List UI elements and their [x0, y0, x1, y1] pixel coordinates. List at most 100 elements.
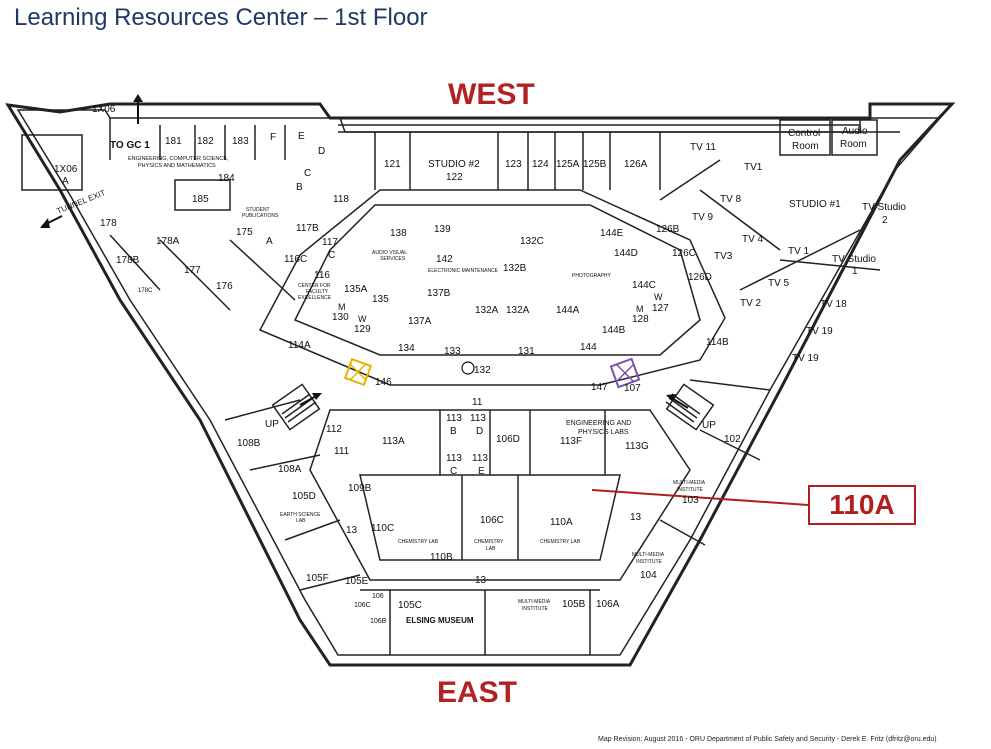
room-label: 178	[100, 218, 117, 229]
room-label: D	[476, 426, 483, 437]
room-label: 123	[505, 159, 522, 170]
room-label: 132A	[506, 305, 530, 316]
room-label: 106A	[596, 599, 620, 610]
room-label: 133	[444, 346, 461, 357]
room-label: MULTI-MEDIA	[518, 599, 551, 605]
room-label: 183	[232, 136, 249, 147]
room-labels: 1X06 TO GC 1 181 182 183 F E D C B A 1X0…	[54, 104, 906, 625]
room-label: 117	[322, 237, 338, 248]
room-label: 1X06	[54, 164, 78, 175]
direction-west: WEST	[448, 78, 535, 111]
room-label: LAB	[296, 518, 306, 524]
room-label: D	[318, 146, 325, 157]
room-label: 2	[882, 215, 888, 226]
room-label: M	[338, 302, 346, 312]
room-label: FACULTY	[306, 289, 329, 295]
room-label: 146	[375, 377, 392, 388]
room-label: 102	[724, 434, 741, 445]
room-label: TV3	[714, 251, 733, 262]
room-label: 105F	[306, 573, 329, 584]
room-label: 132B	[503, 263, 527, 274]
room-label: Room	[840, 139, 867, 150]
room-label: C	[328, 250, 335, 261]
room-label: 117B	[296, 223, 319, 234]
room-label: 127	[652, 303, 669, 314]
room-label: TV 5	[768, 278, 790, 289]
room-label: LAB	[486, 546, 496, 552]
room-label: B	[296, 182, 303, 193]
arrow-up-icon	[133, 94, 143, 124]
room-label: 125A	[556, 159, 580, 170]
page-title: Learning Resources Center – 1st Floor	[14, 4, 428, 31]
room-label: ELECTRONIC MAINTENANCE	[428, 268, 499, 274]
room-label: 11	[472, 397, 483, 408]
room-label: 144E	[600, 228, 624, 239]
room-label: 113	[446, 413, 462, 424]
room-label: 106D	[496, 434, 520, 445]
room-label: UP	[702, 420, 716, 431]
stairs-east-icon	[665, 383, 715, 431]
room-label: UP	[265, 419, 279, 430]
room-label: TV 4	[742, 234, 764, 245]
room-label: 139	[434, 224, 451, 235]
room-label: 113	[446, 453, 462, 464]
room-label: Room	[792, 141, 819, 152]
room-label: PHOTOGRAPHY	[572, 273, 611, 279]
room-label: PHYSICS AND MATHEMATICS	[138, 163, 216, 169]
room-label: 126A	[624, 159, 648, 170]
callout-pointer	[591, 489, 809, 506]
room-label: CHEMISTRY LAB	[398, 539, 439, 545]
room-label: 147	[591, 382, 608, 393]
room-label: 131	[518, 346, 535, 357]
room-label: TV 19	[792, 353, 819, 364]
room-label: F	[270, 132, 276, 143]
room-label: 185	[192, 194, 209, 205]
room-label: 130	[332, 312, 349, 323]
room-label: 105B	[562, 599, 586, 610]
room-label: 13	[475, 575, 487, 586]
room-label: TV 8	[720, 194, 742, 205]
direction-east: EAST	[437, 676, 517, 709]
room-label: CHEMISTRY LAB	[540, 539, 581, 545]
room-label: 144B	[602, 325, 626, 336]
room-label: ENGINEERING, COMPUTER SCIENCE,	[128, 156, 229, 162]
room-label: 126D	[688, 272, 712, 283]
room-label: TUNNEL EXIT	[55, 188, 106, 216]
room-label: 137A	[408, 316, 432, 327]
room-label: AUDIO VISUAL	[372, 250, 407, 256]
room-label: CENTER FOR	[298, 283, 331, 289]
room-label: 132A	[475, 305, 499, 316]
room-label: INSTITUTE	[636, 559, 662, 565]
room-label: 114A	[288, 340, 311, 351]
room-label: C	[450, 466, 457, 477]
room-label: 106C	[480, 515, 504, 526]
arrow-up-east-icon	[666, 394, 689, 409]
room-label: 113G	[625, 441, 649, 452]
room-label: ELSING MUSEUM	[406, 616, 474, 625]
room-label: B	[450, 426, 457, 437]
room-label: TV 11	[690, 142, 716, 153]
callout-room-110a: 110A	[808, 485, 916, 525]
room-label: 108B	[237, 438, 261, 449]
room-label: CHEMISTRY	[474, 539, 504, 545]
room-label: 118	[333, 194, 349, 205]
room-label: STUDENT	[246, 207, 270, 213]
room-label: MULTI-MEDIA	[632, 552, 665, 558]
room-label: 144	[580, 342, 597, 353]
room-label: 178B	[116, 255, 140, 266]
room-label: TV 2	[740, 298, 762, 309]
room-label: 114B	[706, 337, 729, 348]
room-label: 132	[474, 365, 491, 376]
room-label: A	[266, 236, 273, 247]
room-label: INSTITUTE	[677, 487, 703, 493]
room-label: Audio	[842, 126, 868, 137]
room-label: TV Studio	[862, 202, 906, 213]
room-label: 113A	[382, 436, 405, 447]
room-label: M	[636, 304, 644, 314]
room-label: 122	[446, 172, 463, 183]
room-label: 129	[354, 324, 371, 335]
room-label: 13	[630, 512, 642, 523]
room-label: STUDIO #2	[428, 159, 480, 170]
room-label: 178C	[138, 288, 153, 294]
